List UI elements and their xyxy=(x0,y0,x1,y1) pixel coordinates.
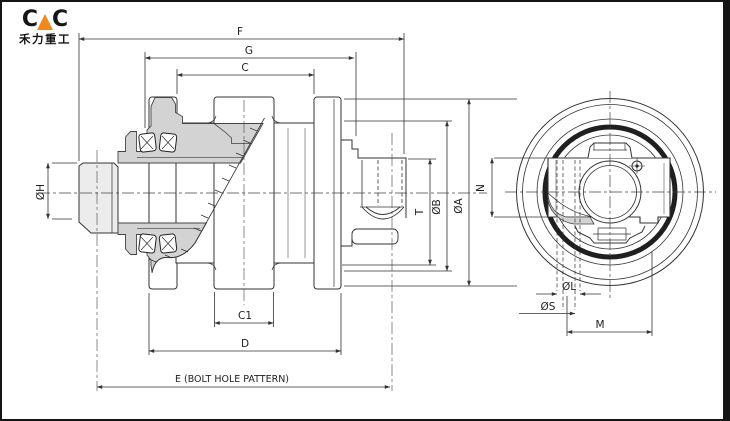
end-view-dim-labels: N ØL ØS M xyxy=(475,184,605,331)
frame-top-edge xyxy=(0,0,730,2)
logo-letter-c2: C xyxy=(52,7,69,32)
frame-bottom-edge xyxy=(0,419,730,421)
side-section-view xyxy=(38,96,487,391)
bolt-hole xyxy=(629,158,645,174)
dim-label-C1: C1 xyxy=(238,310,252,322)
logo-subtitle: 禾力重工 xyxy=(19,32,71,46)
dim-label-L: ØL xyxy=(562,281,576,293)
logo: C C 禾力重工 xyxy=(14,9,76,47)
logo-triangle-a-icon xyxy=(37,14,53,30)
dim-label-E: E (BOLT HOLE PATTERN) xyxy=(175,374,289,385)
frame-left-edge xyxy=(0,0,2,421)
logo-brand: C C xyxy=(14,9,76,31)
dim-label-H: ØH xyxy=(35,184,47,200)
dim-label-B: ØB xyxy=(431,199,443,214)
dim-label-S: ØS xyxy=(541,301,556,313)
dim-label-C: C xyxy=(241,62,248,74)
side-view-dim-labels: F G C C1 D E (BOLT HOLE PATTERN) ØH T ØB… xyxy=(35,26,465,385)
frame-right-edge xyxy=(723,0,730,421)
logo-letter-c1: C xyxy=(21,7,38,32)
dim-label-N: N xyxy=(475,184,487,192)
dim-label-A: ØA xyxy=(453,197,465,213)
side-view-dimensions xyxy=(46,33,517,389)
dim-label-M: M xyxy=(595,319,604,331)
end-view xyxy=(505,91,716,310)
dim-label-T: T xyxy=(414,208,426,216)
break-line-hatch xyxy=(148,127,258,263)
dim-label-F: F xyxy=(237,26,243,38)
dim-label-D: D xyxy=(241,338,249,350)
end-view-dimensions xyxy=(490,157,653,336)
bearing-rollers xyxy=(138,132,178,254)
dim-label-G: G xyxy=(245,45,253,57)
